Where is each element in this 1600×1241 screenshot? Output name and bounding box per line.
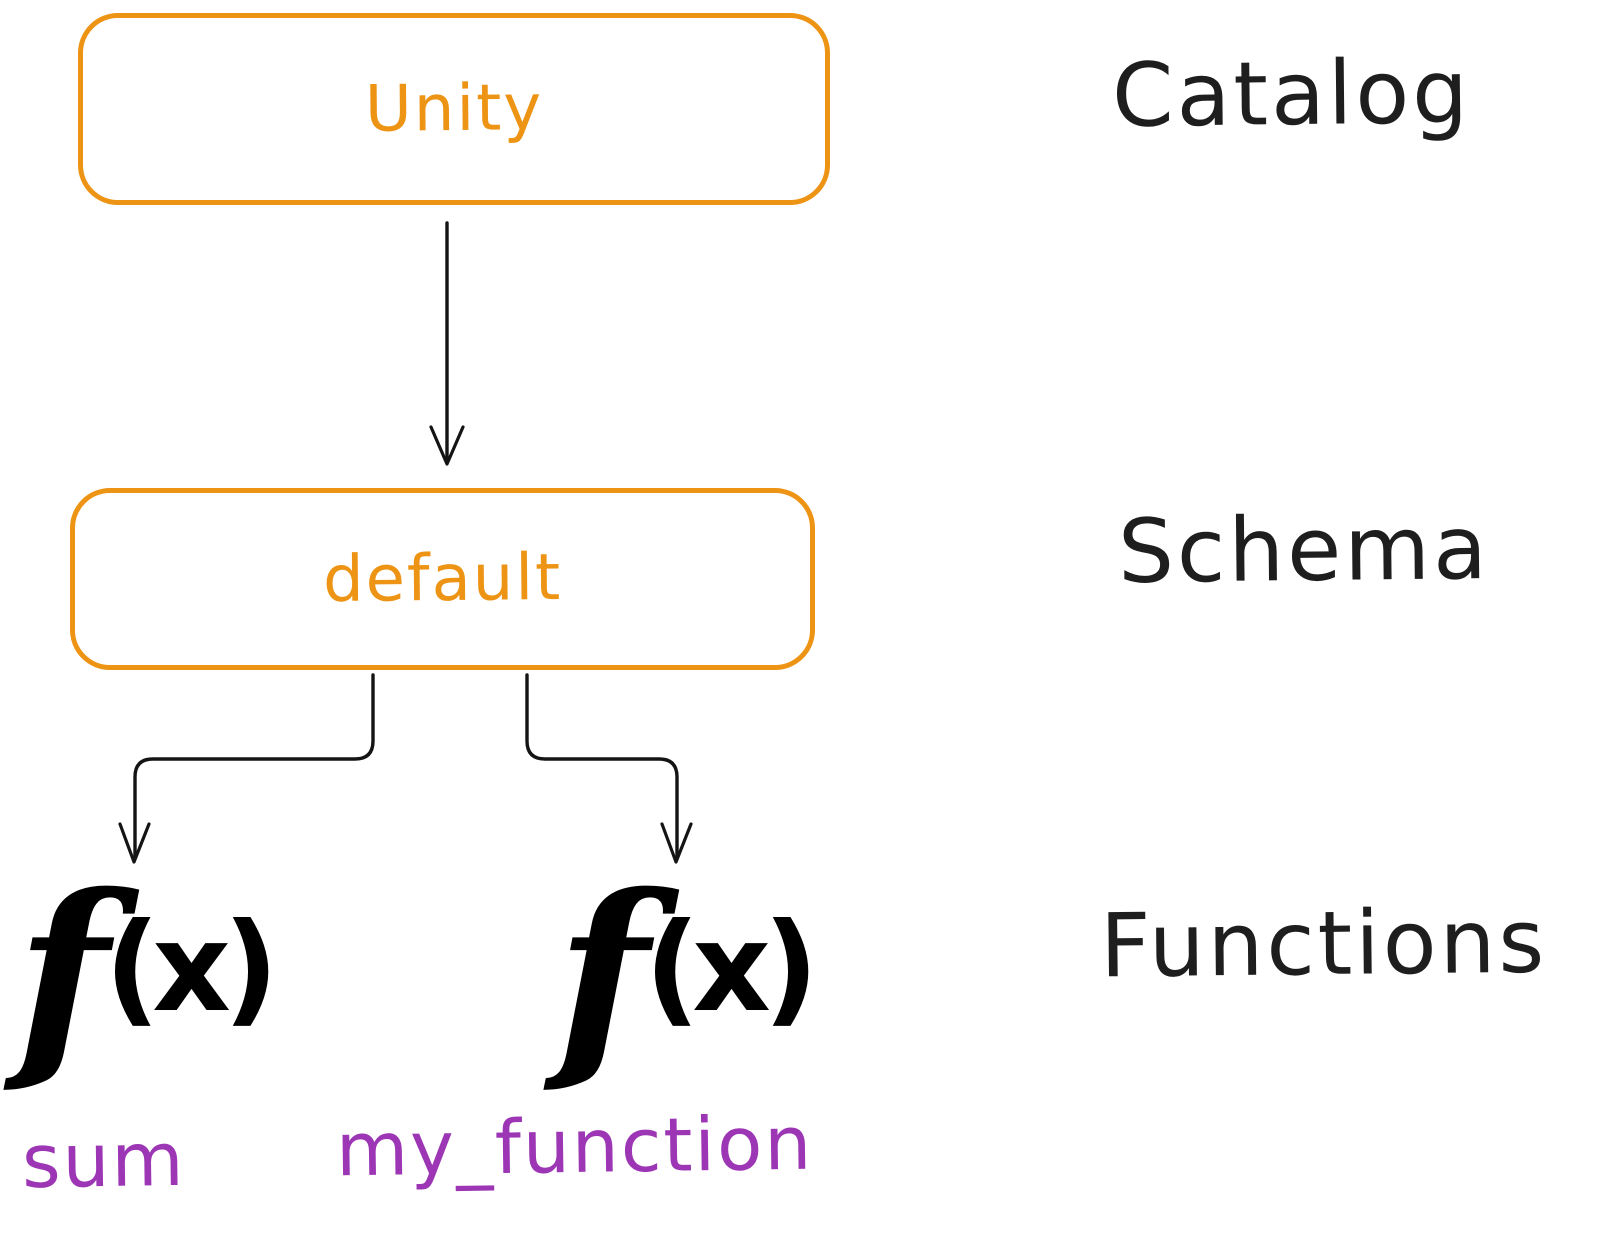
fx-f-glyph: f	[16, 846, 109, 1100]
arrow-schema-to-sum	[118, 673, 375, 864]
function-name-sum: sum	[21, 1116, 187, 1206]
catalog-node-label: Unity	[364, 71, 544, 147]
arrow-catalog-to-schema	[429, 221, 465, 466]
fx-f-glyph: f	[556, 846, 649, 1100]
fx-args-glyph: (x)	[644, 896, 819, 1039]
level-label-catalog: Catalog	[1111, 40, 1472, 147]
function-symbol-icon-my-function: f (x)	[556, 846, 819, 1100]
function-name-my-function: my_function	[335, 1100, 814, 1194]
function-symbol-icon-sum: f (x)	[16, 846, 279, 1100]
level-label-schema: Schema	[1117, 496, 1491, 603]
schema-node-label: default	[322, 540, 563, 618]
catalog-node: Unity	[78, 13, 830, 205]
schema-node: default	[70, 488, 815, 670]
level-label-functions: Functions	[1099, 889, 1548, 998]
arrow-schema-to-my-function	[525, 673, 693, 864]
fx-args-glyph: (x)	[104, 896, 279, 1039]
